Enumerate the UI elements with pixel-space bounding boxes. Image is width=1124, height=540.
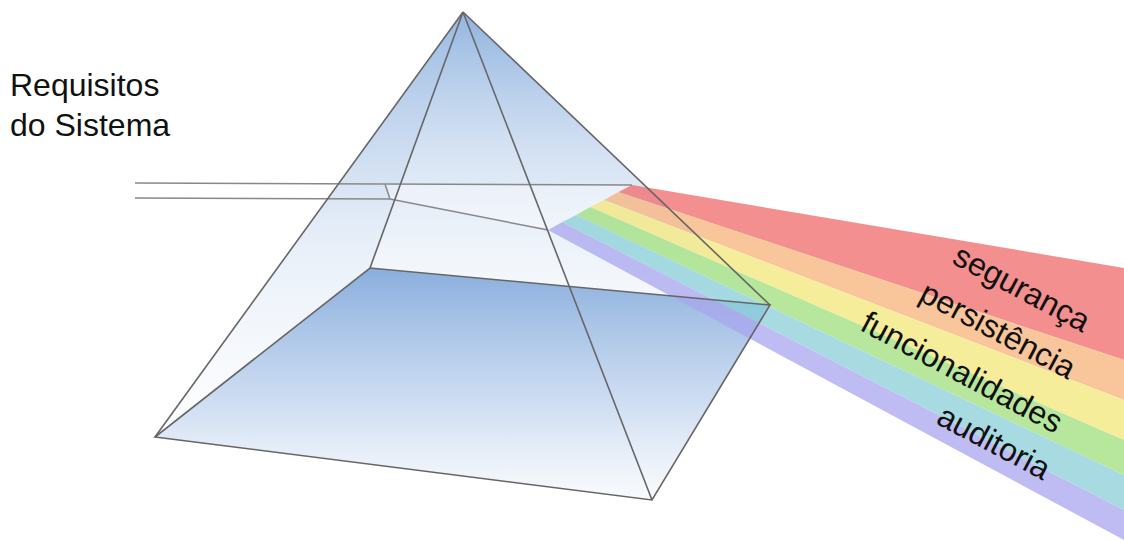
input-label: Requisitos do Sistema xyxy=(10,65,195,145)
